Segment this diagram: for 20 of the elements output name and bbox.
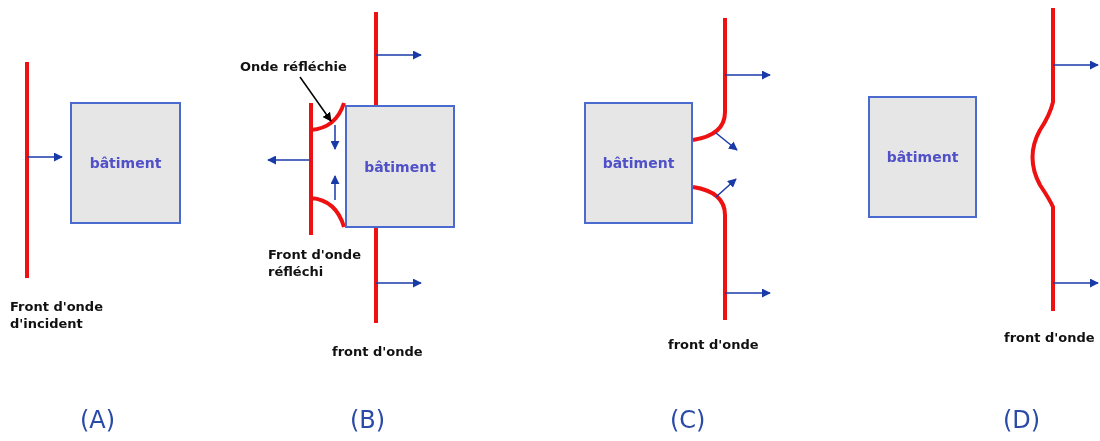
leader-line xyxy=(299,76,332,122)
building-label: bâtiment xyxy=(886,149,959,165)
building-box xyxy=(584,102,693,224)
wavefront-caption: front d'onde xyxy=(1004,329,1095,346)
building-box xyxy=(345,105,455,228)
wavefront-caption: Front d'onde réfléchi xyxy=(268,246,362,280)
panel-label: (C) xyxy=(670,406,706,434)
building-label: bâtiment xyxy=(364,158,436,175)
panel-label: (B) xyxy=(350,406,386,434)
building-label: bâtiment xyxy=(602,155,675,171)
building-label: bâtiment xyxy=(89,155,162,171)
building-box xyxy=(868,96,977,218)
callout-text: Onde réfléchie xyxy=(240,58,347,75)
panel-label: (A) xyxy=(80,406,116,434)
wavefront-caption: front d'onde xyxy=(668,336,759,353)
building-box xyxy=(70,102,181,224)
wavefront-caption: Front d'onde d'incident xyxy=(10,298,104,332)
reflected-wavefront xyxy=(309,101,346,237)
wavefront-caption: front d'onde xyxy=(332,343,423,360)
panel-label: (D) xyxy=(1003,406,1041,434)
